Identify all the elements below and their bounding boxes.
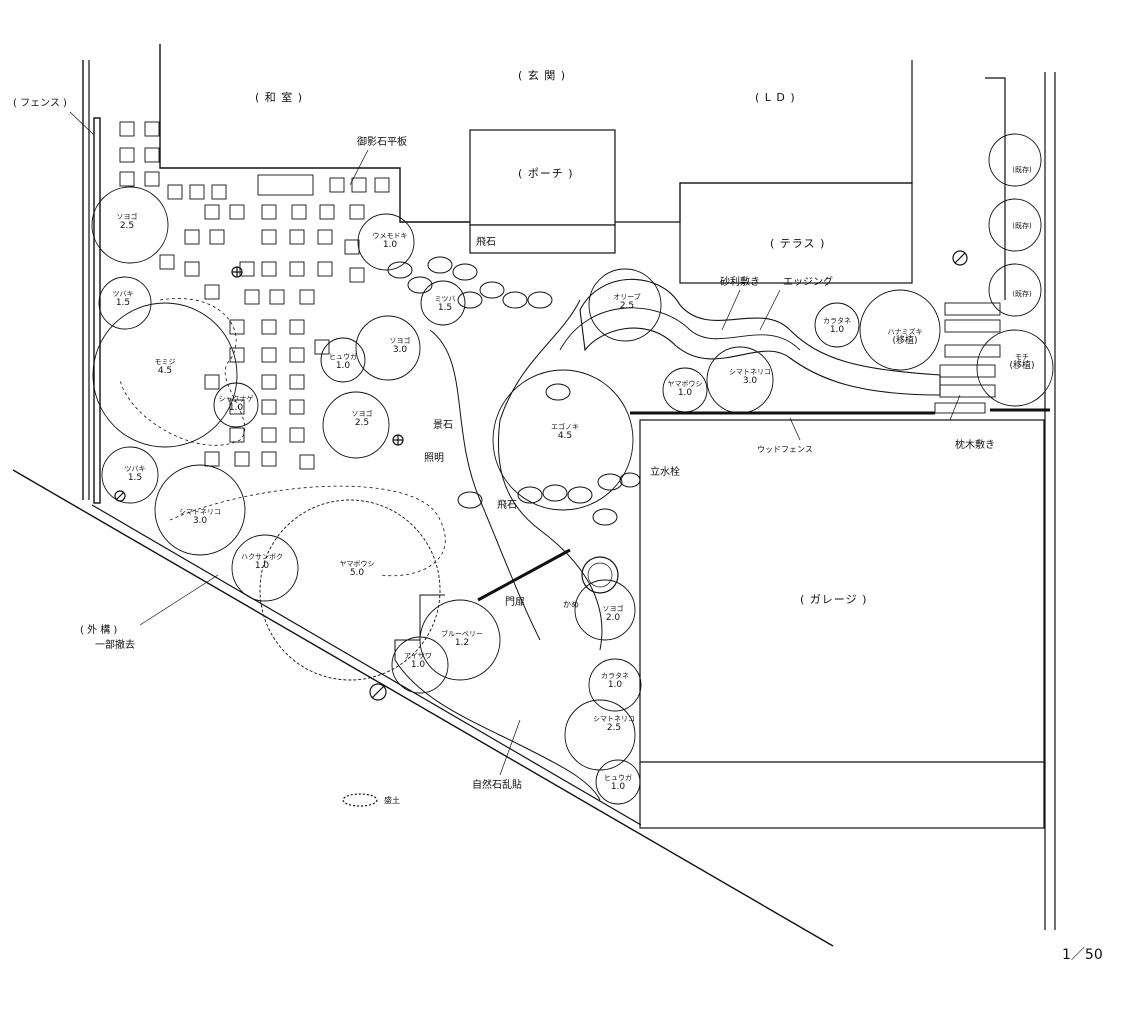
label-tobiishi-top: 飛石 — [476, 237, 496, 248]
label-mon: 門扉 — [505, 597, 525, 608]
room-label-ld: ( L D ) — [755, 91, 796, 104]
porch — [469, 129, 616, 226]
mound-area-2 — [169, 485, 446, 577]
path-curve — [429, 329, 541, 641]
label-tobiishi-mid: 飛石 — [497, 500, 517, 511]
sleepers — [934, 302, 1001, 414]
tree-hanamizuki: ハナミズキ(移植) — [887, 328, 923, 346]
label-gaiko: ( 外 構 ) — [80, 625, 118, 636]
tree-existing-3: (既存) — [1012, 290, 1032, 298]
room-label-entrance: ( 玄 関 ) — [518, 69, 567, 82]
porch-step — [469, 224, 616, 254]
left-wall — [93, 117, 101, 504]
label-fence: ( フェンス ) — [13, 98, 67, 109]
tree-existing-2: (既存) — [1012, 222, 1032, 230]
gate — [477, 548, 571, 602]
house-right — [985, 77, 1006, 300]
label-keiseki: 景石 — [433, 420, 453, 431]
tree-canopies — [91, 133, 1054, 805]
edging-line — [559, 307, 801, 351]
label-kame: かめ — [563, 600, 579, 609]
tree-mochi: モチ(移植) — [1009, 353, 1035, 371]
room-label-porch: ( ポーチ ) — [518, 167, 574, 180]
label-mound-legend: 盛土 — [384, 796, 400, 805]
house-ld — [615, 60, 913, 223]
label-tachisuisen: 立水栓 — [650, 467, 680, 478]
garage-area — [639, 419, 1045, 829]
mound-area — [119, 298, 246, 446]
label-jari: 砂利敷き — [720, 277, 760, 288]
label-mikage: 御影石平板 — [357, 137, 407, 148]
label-shomei: 照明 — [424, 453, 444, 464]
boundary-diagonal-inner — [91, 504, 642, 826]
label-ichibu: 一部撤去 — [95, 640, 135, 651]
room-label-terrace: ( テラス ) — [770, 237, 826, 250]
terrace — [679, 182, 913, 284]
label-shizen: 自然石乱貼 — [472, 780, 522, 791]
room-label-garage: ( ガレージ ) — [800, 593, 868, 606]
tree-existing-1: (既存) — [1012, 166, 1032, 174]
stone-paving-area — [394, 594, 601, 801]
label-makuragi: 枕木敷き — [955, 440, 995, 451]
scale-label: 1／50 — [1062, 947, 1103, 963]
boundary-diagonal — [12, 469, 834, 947]
house-washitsu — [159, 44, 470, 223]
label-edging: エッジング — [783, 277, 833, 288]
mound-legend-symbol — [342, 793, 378, 807]
kame-water-jar — [581, 556, 619, 594]
stepping-stones — [387, 256, 641, 526]
label-wood-fence: ウッドフェンス — [757, 445, 813, 454]
room-label-washitsu: ( 和 室 ) — [255, 91, 304, 104]
